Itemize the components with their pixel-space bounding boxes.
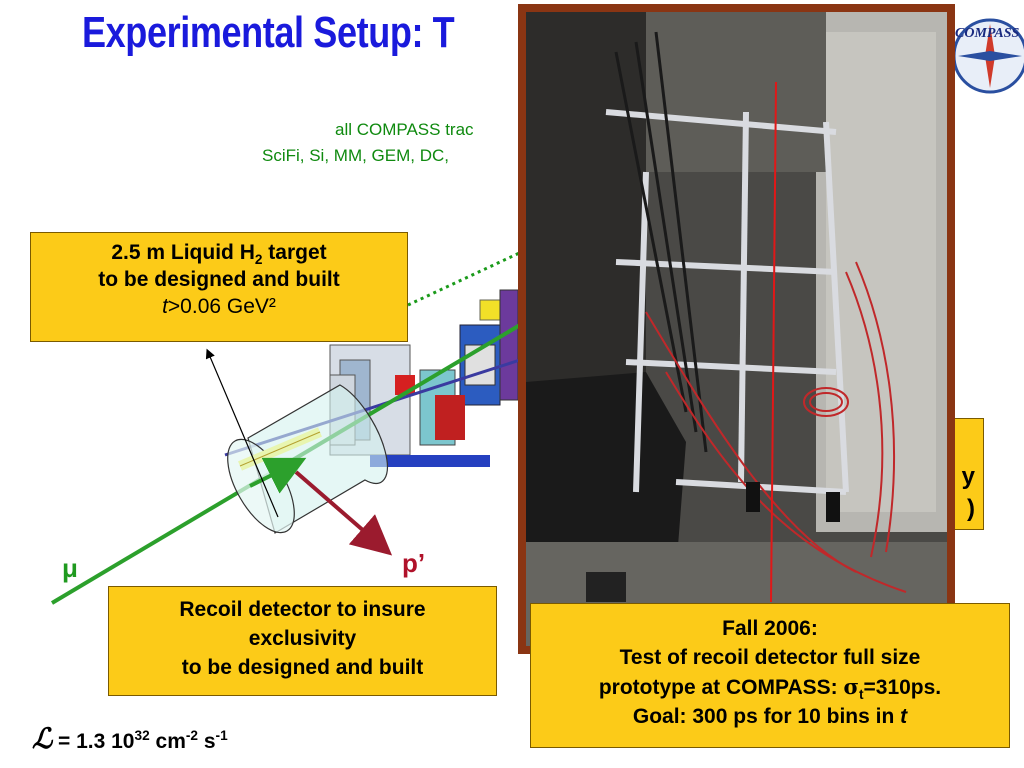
luminosity-text: ℒ = 1.3 1032 cm-2 s-1 (32, 722, 228, 755)
prototype-photo (518, 4, 955, 654)
recoil-label-box: Recoil detector to insure exclusivity to… (108, 586, 497, 696)
target-label-line1: 2.5 m Liquid H2 target (111, 241, 327, 268)
page-title: Experimental Setup: T (82, 8, 455, 57)
recoil-label-line3: to be designed and built (181, 656, 424, 679)
fall-box-line2: Test of recoil detector full size (619, 646, 921, 669)
recoil-label-line2: exclusivity (248, 627, 357, 650)
fall-2006-box: Fall 2006: Test of recoil detector full … (530, 603, 1010, 748)
partial-label-line2: ) (967, 495, 975, 522)
proton-label: p’ (402, 548, 426, 578)
tracker-text-line2: SciFi, Si, MM, GEM, DC, (262, 146, 449, 165)
tracker-text-line1: all COMPASS trac (335, 120, 474, 139)
compass-logo-icon (952, 18, 1024, 94)
fall-box-line3: prototype at COMPASS: σt=310ps. (598, 674, 942, 703)
prototype-photo-image (526, 12, 947, 646)
fall-box-line1: Fall 2006: (722, 617, 818, 640)
mu-label: μ (62, 553, 78, 583)
photo-drawing (526, 12, 947, 646)
target-label-line3: t>0.06 GeV² (162, 295, 276, 318)
compass-logo: COMPASS (945, 6, 1024, 106)
target-cylinder (227, 384, 388, 534)
target-label-box: 2.5 m Liquid H2 target to be designed an… (30, 232, 408, 342)
partial-label-line1: y (961, 463, 975, 490)
logo-text: COMPASS (955, 26, 1020, 41)
fall-box-line4: Goal: 300 ps for 10 bins in t (632, 705, 908, 728)
recoil-label-line1: Recoil detector to insure (179, 598, 426, 621)
target-label-line2: to be designed and built (98, 268, 340, 291)
